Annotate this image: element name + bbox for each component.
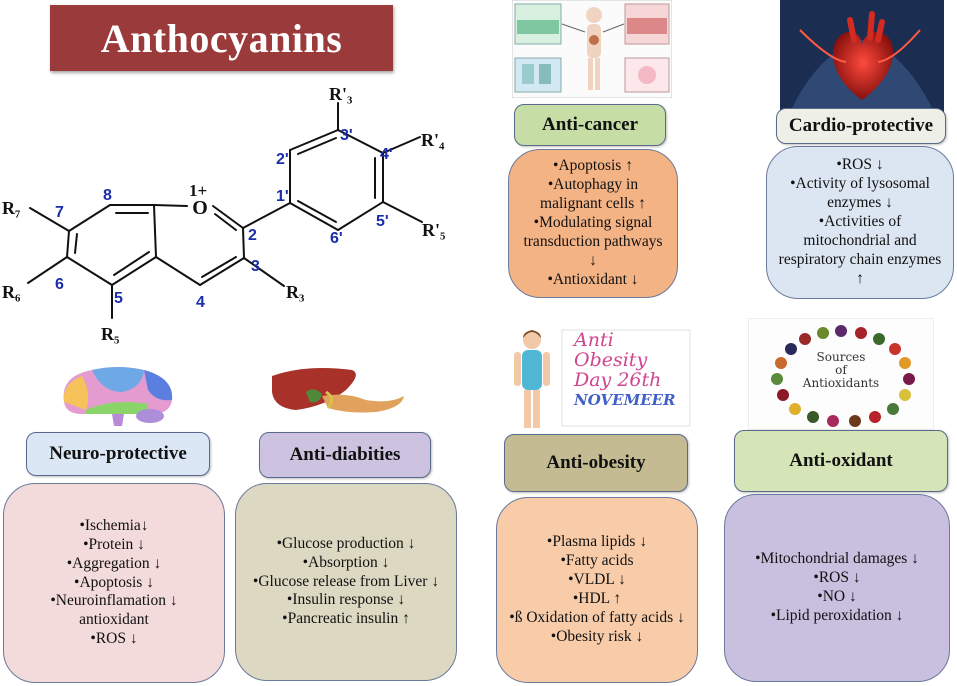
obesity-poster-line2: Obesity <box>574 349 648 371</box>
anti-diabities-item: •Insulin response ↓ <box>286 591 406 609</box>
anti-diabities-panel: •Glucose production ↓ •Absorption ↓ •Glu… <box>235 483 457 681</box>
anti-cancer-panel: •Apoptosis ↑ •Autophagy in malignant cel… <box>508 149 678 298</box>
anti-cancer-item: •Antioxidant ↓ <box>547 270 639 288</box>
cardio-protective-label: Cardio-protective <box>776 108 946 144</box>
obesity-poster-line3: Day 26th <box>574 369 662 391</box>
substituent-r5prime: R'₅ <box>422 220 445 240</box>
substituent-r4prime: R'₄ <box>421 130 445 150</box>
anti-cancer-item: •Apoptosis ↑ <box>553 157 633 175</box>
charge-label: 1+ <box>189 181 207 200</box>
substituent-r3: R₃ <box>286 282 305 302</box>
number-5prime: 5' <box>376 213 389 230</box>
cancer-illustration <box>512 0 672 98</box>
number-8: 8 <box>103 187 112 204</box>
anti-obesity-item: •Plasma lipids ↓ <box>546 533 648 551</box>
cardio-protective-panel: •ROS ↓ •Activity of lysosomal enzymes ↓ … <box>766 146 954 299</box>
number-6prime: 6' <box>330 230 343 247</box>
anti-oxidant-item: •Mitochondrial damages ↓ <box>755 550 919 568</box>
person-figure-icon <box>500 326 692 430</box>
antioxidant-sources-poster: Sources of Antioxidants <box>748 318 934 430</box>
number-2prime: 2' <box>276 151 289 168</box>
cardio-protective-item: •Activities of mitochondrial and respira… <box>778 213 942 287</box>
antioxidant-poster-line3: Antioxidants <box>802 376 880 390</box>
anthocyanin-structure: O 1+ 8 7 6 5 4 3 2 1' 2' 3' 4' 5' 6' R'₃… <box>2 84 445 344</box>
substituent-r5: R₅ <box>101 324 119 344</box>
substituent-r3prime: R'₃ <box>329 84 353 104</box>
page-title: Anthocyanins <box>50 5 393 71</box>
anti-cancer-item: •Autophagy in malignant cells ↑ <box>540 176 646 213</box>
number-6: 6 <box>55 276 64 293</box>
brain-illustration <box>52 362 182 428</box>
anti-diabities-item: •Glucose production ↓ <box>276 534 416 552</box>
oxygen-label: O <box>192 197 208 219</box>
anti-oxidant-item: •Lipid peroxidation ↓ <box>770 606 904 624</box>
neuro-protective-label: Neuro-protective <box>26 432 210 476</box>
neuro-protective-item: •Apoptosis ↓ <box>74 573 154 591</box>
heart-illustration <box>780 0 944 112</box>
anti-oxidant-item: •NO ↓ <box>817 588 857 605</box>
anti-diabities-item: •Absorption ↓ <box>302 553 390 571</box>
cardio-protective-item: •Activity of lysosomal enzymes ↓ <box>790 175 930 212</box>
anti-diabities-label: Anti-diabities <box>259 432 431 478</box>
substituent-r6: R₆ <box>2 282 21 302</box>
antioxidant-poster-line2: of <box>835 363 847 377</box>
anti-obesity-panel: •Plasma lipids ↓ •Fatty acids •VLDL ↓ •H… <box>496 497 698 683</box>
anti-obesity-item: •Fatty acids <box>560 552 634 570</box>
anti-cancer-label: Anti-cancer <box>514 104 666 146</box>
fruit-circle-icon <box>771 325 915 427</box>
anti-cancer-item: •Modulating signal transduction pathways… <box>523 214 663 269</box>
anti-obesity-item: •Obesity risk ↓ <box>550 627 644 645</box>
neuro-protective-item: •Neuroinflamation ↓ antioxidant <box>50 592 178 629</box>
obesity-poster-line1: Anti <box>574 329 614 351</box>
obesity-day-poster: Anti Obesity Day 26th NOVEMEER <box>500 326 692 430</box>
neuro-protective-item: •Protein ↓ <box>83 535 145 553</box>
number-4: 4 <box>196 294 205 311</box>
anti-obesity-item: •HDL ↑ <box>572 590 622 607</box>
neuro-protective-panel: •Ischemia↓ •Protein ↓ •Aggregation ↓ •Ap… <box>3 483 225 683</box>
number-3: 3 <box>251 258 260 275</box>
anti-obesity-label: Anti-obesity <box>504 434 688 492</box>
anti-diabities-item: •Pancreatic insulin ↑ <box>282 610 410 628</box>
number-1prime: 1' <box>276 188 289 205</box>
number-2: 2 <box>248 227 257 244</box>
anti-oxidant-label: Anti-oxidant <box>734 430 948 492</box>
obesity-poster-line4: NOVEMEER <box>574 391 676 409</box>
cardio-protective-item: •ROS ↓ <box>836 156 884 174</box>
anti-oxidant-panel: •Mitochondrial damages ↓ •ROS ↓ •NO ↓ •L… <box>724 494 950 682</box>
number-5: 5 <box>114 290 123 307</box>
liver-pancreas-illustration <box>266 362 408 428</box>
number-3prime: 3' <box>340 127 353 144</box>
anti-obesity-item: •VLDL ↓ <box>568 571 626 589</box>
number-4prime: 4' <box>380 146 393 163</box>
number-7: 7 <box>55 204 64 221</box>
substituent-r7: R₇ <box>2 198 20 218</box>
neuro-protective-item: •ROS ↓ <box>90 630 138 648</box>
anti-diabities-item: •Glucose release from Liver ↓ <box>252 572 440 590</box>
neuro-protective-item: •Aggregation ↓ <box>66 554 162 572</box>
anti-obesity-item: •ß Oxidation of fatty acids ↓ <box>509 608 685 626</box>
anti-oxidant-item: •ROS ↓ <box>813 569 861 587</box>
antioxidant-poster-line1: Sources <box>816 350 866 364</box>
neuro-protective-item: •Ischemia↓ <box>79 516 149 534</box>
